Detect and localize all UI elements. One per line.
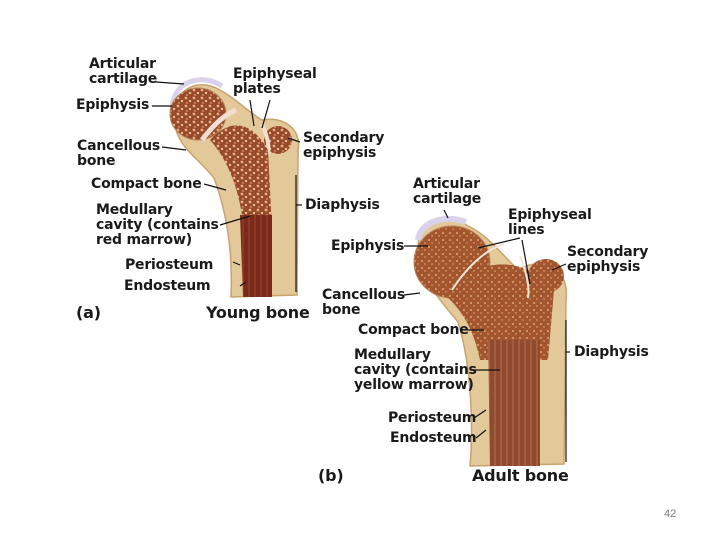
a-label-diaphysis: Diaphysis [305,197,380,213]
slide-number: 42 [664,508,677,520]
b-label-periosteum: Periosteum [388,410,477,426]
b-label-epiphyseal-lines: Epiphyseal lines [508,207,592,238]
b-panel-letter: (b) [318,466,344,485]
b-panel-title: Adult bone [472,466,569,485]
a-label-epiphyseal-plates: Epiphyseal plates [233,66,317,97]
b-label-compact-bone: Compact bone [358,322,469,338]
a-label-endosteum: Endosteum [124,278,211,294]
b-label-secondary-epiphysis: Secondary epiphysis [567,244,649,275]
a-label-epiphysis: Epiphysis [76,97,150,113]
b-label-epiphysis: Epiphysis [331,238,405,254]
a-label-secondary-epiphysis: Secondary epiphysis [303,130,385,161]
b-label-diaphysis: Diaphysis [574,344,649,360]
b-label-cancellous-bone: Cancellous bone [322,287,405,318]
adult-bone-illustration [413,215,567,467]
b-label-medullary-cavity: Medullary cavity (contains yellow marrow… [354,347,477,393]
adult-bone-leader-lines [403,209,570,462]
b-label-endosteum: Endosteum [390,430,477,446]
young-bone-illustration [169,77,300,298]
a-panel-letter: (a) [76,303,101,322]
a-panel-title: Young bone [206,303,310,322]
a-label-periosteum: Periosteum [125,257,214,273]
young-bone-leader-lines [152,81,302,292]
a-label-articular-cartilage: Articular cartilage [89,56,158,87]
b-label-articular-cartilage: Articular cartilage [413,176,482,207]
a-label-cancellous-bone: Cancellous bone [77,138,160,169]
a-label-compact-bone: Compact bone [91,176,202,192]
a-label-medullary-cavity: Medullary cavity (contains red marrow) [96,202,219,248]
